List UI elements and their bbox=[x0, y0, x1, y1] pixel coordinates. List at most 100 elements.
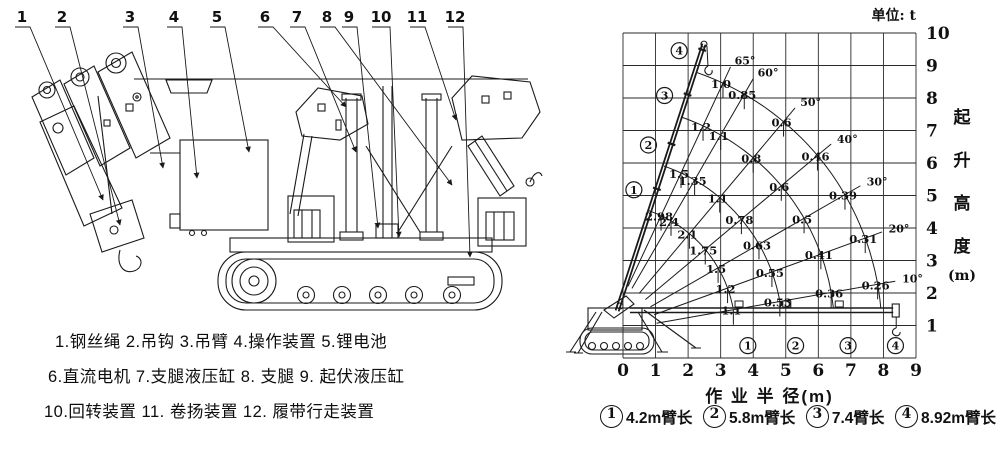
boom-section bbox=[63, 65, 131, 167]
parts-legend-line-3: 10.回转装置 11. 卷扬装置 12. 履带行走装置 bbox=[44, 403, 375, 421]
boom-head bbox=[39, 105, 123, 227]
load-value: 0.85 bbox=[728, 88, 756, 102]
load-value: 0.53 bbox=[764, 296, 792, 310]
y-tick-label: 1 bbox=[926, 317, 938, 337]
boom-tip-sheave bbox=[700, 40, 708, 48]
load-value: 1.1 bbox=[708, 192, 728, 206]
battery-box bbox=[179, 139, 269, 231]
raised-boom bbox=[614, 43, 704, 311]
boom-length-tick bbox=[683, 92, 692, 97]
bottom-boom-mark: 2 bbox=[792, 340, 800, 353]
outrigger-cylinder bbox=[345, 98, 358, 232]
legend-circle-1: 1 bbox=[600, 405, 623, 428]
boom-angle-line bbox=[631, 78, 754, 289]
capacity-arc bbox=[696, 71, 882, 309]
x-tick-label: 4 bbox=[747, 361, 759, 381]
x-tick-label: 7 bbox=[845, 361, 857, 381]
legend-circle-4: 4 bbox=[895, 405, 919, 428]
boom-angle-label: 50° bbox=[800, 96, 821, 109]
load-value: 1.2 bbox=[691, 120, 711, 134]
load-value: 0.6 bbox=[769, 180, 789, 194]
boom-mark: 1 bbox=[630, 184, 638, 197]
legend-label-4: 8.92m臂长 bbox=[921, 409, 996, 427]
bottom-boom-mark-circle bbox=[786, 337, 805, 355]
x-tick-label: 3 bbox=[715, 361, 727, 381]
boom-length-tick bbox=[667, 141, 676, 147]
boom-mark: 4 bbox=[675, 45, 683, 58]
y-tick-label: 4 bbox=[926, 219, 938, 239]
callout-2: 2 bbox=[57, 8, 67, 26]
boom-section bbox=[31, 79, 95, 176]
mini-crane bbox=[566, 295, 701, 355]
boom-angle-line bbox=[653, 231, 883, 316]
bottom-boom-mark: 1 bbox=[744, 340, 752, 353]
tip-hoist-line bbox=[706, 46, 709, 67]
crawler-track bbox=[217, 251, 503, 311]
hanging-hook bbox=[891, 327, 901, 337]
boom-angle-label: 10° bbox=[902, 272, 923, 285]
luffing-cylinder bbox=[365, 145, 453, 233]
y-axis-title: 起升高度 bbox=[953, 108, 971, 256]
callout-11: 11 bbox=[407, 8, 428, 26]
load-value: 0.55 bbox=[756, 266, 784, 280]
crane-line-art bbox=[31, 51, 543, 311]
bottom-boom-mark-circle bbox=[839, 337, 857, 355]
callout-9: 9 bbox=[344, 8, 354, 26]
callout-10: 10 bbox=[371, 8, 392, 26]
load-value: 0.31 bbox=[849, 232, 877, 246]
outrigger-mount bbox=[451, 75, 541, 141]
y-tick-label: 8 bbox=[926, 89, 938, 109]
callout-5: 5 bbox=[212, 8, 222, 26]
legend-circle-2: 2 bbox=[702, 405, 726, 428]
legend-item-2: 2 5.8m臂长 bbox=[702, 405, 796, 428]
x-axis-title: 作 业 半 径(m) bbox=[705, 387, 834, 406]
legend-label-3: 7.4臂长 bbox=[831, 409, 885, 427]
load-value: 1.1 bbox=[709, 129, 729, 143]
boom-angle-label: 30° bbox=[867, 175, 888, 188]
boom-section-joint bbox=[782, 300, 792, 308]
y-tick-label: 9 bbox=[926, 57, 938, 77]
load-value: 0.41 bbox=[805, 248, 833, 262]
legend-item-3: 3 7.4臂长 bbox=[805, 405, 885, 428]
x-tick-label: 1 bbox=[650, 361, 662, 381]
boom-section bbox=[97, 51, 171, 159]
y-tick-label: 10 bbox=[926, 24, 950, 44]
load-value: 1.0 bbox=[711, 77, 731, 91]
boom-angle-label: 40° bbox=[837, 133, 858, 146]
boom-section-joint bbox=[734, 300, 744, 308]
outrigger-cylinder bbox=[425, 98, 438, 232]
x-tick-label: 8 bbox=[878, 361, 890, 381]
support-leg bbox=[289, 133, 313, 217]
crane-parts-diagram: 1 2 3 4 5 6 7 8 9 10 11 12 bbox=[15, 8, 543, 311]
legend-label-2: 5.8m臂长 bbox=[728, 409, 796, 427]
y-tick-label: 7 bbox=[926, 122, 938, 142]
load-value: 0.63 bbox=[743, 238, 771, 252]
load-value: 0.46 bbox=[801, 149, 829, 163]
parts-legend-line-1: 1.钢丝绳 2.吊钩 3.吊臂 4.操作装置 5.锂电池 bbox=[55, 333, 388, 351]
tip-hook bbox=[704, 65, 713, 76]
load-value: 2.4 bbox=[659, 215, 679, 229]
y-tick-label: 3 bbox=[926, 252, 938, 272]
load-value: 1.35 bbox=[679, 174, 707, 188]
callout-3: 3 bbox=[125, 8, 135, 26]
load-value: 1.5 bbox=[669, 167, 689, 181]
support-leg-bracket bbox=[477, 197, 527, 247]
raised-boom bbox=[617, 44, 707, 312]
boom-section-joint bbox=[834, 300, 844, 308]
boom-angle-line bbox=[656, 280, 896, 324]
callout-12: 12 bbox=[445, 8, 466, 26]
load-value: 0.39 bbox=[829, 189, 857, 203]
load-value: 0.6 bbox=[772, 116, 792, 130]
boom-mark-circle bbox=[655, 86, 674, 105]
bottom-boom-mark-circle bbox=[739, 337, 757, 355]
boom-angle-label: 20° bbox=[889, 222, 910, 235]
boom-mark-circle bbox=[639, 136, 658, 154]
boom-head bbox=[891, 303, 900, 318]
boom-angle-line bbox=[645, 143, 832, 301]
load-value: 1.75 bbox=[689, 243, 717, 257]
callout-6: 6 bbox=[260, 8, 270, 26]
legend-item-1: 1 4.2m臂长 bbox=[600, 405, 692, 428]
bottom-boom-mark: 4 bbox=[892, 340, 900, 353]
